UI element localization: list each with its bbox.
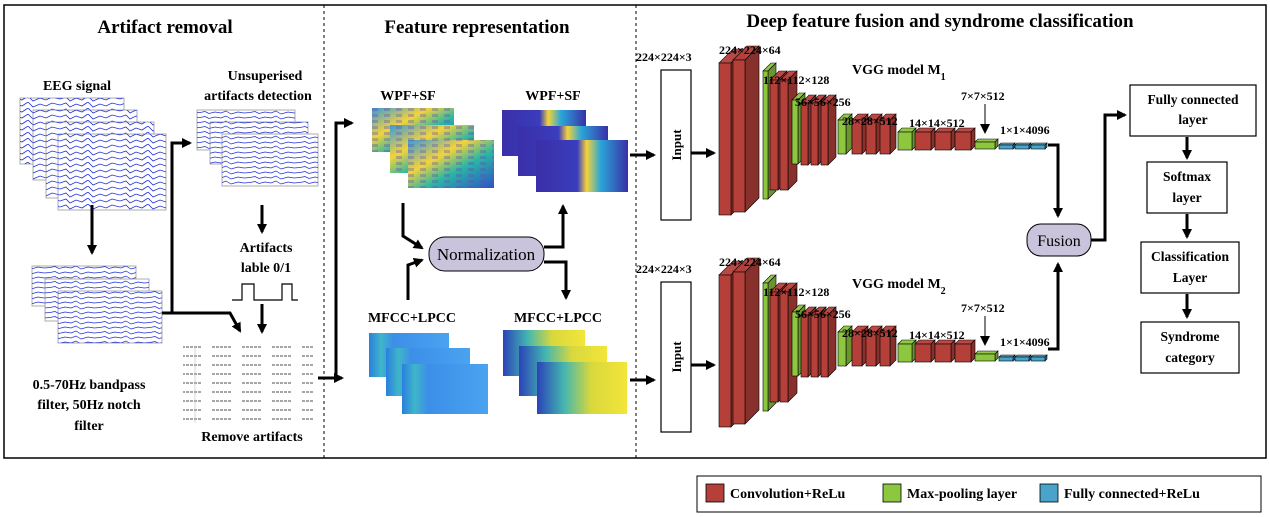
vgg-2-dim-5: 14×14×512 [909, 328, 965, 342]
vgg-2-conv-5a [914, 339, 936, 363]
vgg-2-conv-5c [954, 339, 976, 363]
vgg-1-input-box [660, 69, 692, 221]
vgg-1-conv-1b [732, 45, 760, 213]
legend-pool-label: Max-pooling layer [907, 487, 1017, 502]
fc-layer-label-1: Fully connected [1147, 92, 1239, 107]
artifacts-label-1: Artifacts [240, 241, 293, 256]
classification-label-1: Classification [1151, 249, 1229, 264]
wpf-right-label: WPF+SF [525, 89, 580, 104]
vgg-2-input-box [660, 281, 692, 433]
heading-deep-fusion: Deep feature fusion and syndrome classif… [746, 11, 1134, 32]
unsupervised-detection-plots [196, 109, 319, 187]
vgg-2-conv-5b [934, 339, 956, 363]
fc-layer-box [1129, 84, 1257, 137]
vgg-1-conv-5b [934, 127, 956, 151]
vgg-model-2: Input 224×224×3 224×224×64 112×112×128 56×56… [636, 255, 1050, 433]
normalization-box [428, 236, 545, 272]
heading-artifact-removal: Artifact removal [97, 17, 232, 38]
fusion-label: Fusion [1037, 233, 1081, 250]
remove-artifacts-table [183, 341, 313, 423]
vgg-1-dim-5: 14×14×512 [909, 116, 965, 130]
vgg-1-conv-3c [820, 94, 837, 166]
syndrome-label-1: Syndrome [1160, 329, 1219, 344]
softmax-label-1: Softmax [1163, 169, 1211, 184]
wpf-sf-heatmaps-left [372, 108, 494, 188]
syndrome-category-box [1140, 321, 1240, 374]
vgg-2-dim-1: 224×224×64 [719, 255, 781, 269]
vgg-1-pool-4 [897, 127, 917, 151]
mfcc-lpcc-maps-left [369, 333, 488, 414]
vgg-1-fc-3 [1030, 142, 1048, 150]
filter-label-1: 0.5-70Hz bandpass [33, 378, 146, 393]
outer-frame [3, 4, 1267, 459]
vgg-1-dim-3: 56×56×256 [795, 95, 851, 109]
softmax-label-2: layer [1172, 190, 1201, 205]
legend: Convolution+ReLu Max-pooling layer Fully… [696, 475, 1262, 513]
syndrome-label-2: category [1165, 350, 1215, 365]
pulse-signal [232, 283, 298, 301]
vgg-model-2-title: VGG model M2 [852, 277, 946, 297]
eeg-signal-label: EEG signal [43, 79, 111, 94]
vgg-1-fc-2 [1014, 142, 1032, 150]
vgg-2-dim-3: 56×56×256 [795, 307, 851, 321]
vgg-2-input-label: Input [669, 341, 684, 373]
vgg-2-dim-4: 28×28×512 [842, 326, 898, 340]
normalization-label: Normalization [437, 245, 536, 264]
vgg-2-pool-5 [974, 350, 999, 362]
vgg-2-fc-1 [998, 354, 1016, 362]
vgg-model-1: Input 224×224×3 224×224×64 112×112×128 56×56… [636, 43, 1050, 221]
filter-label-2: filter, 50Hz notch [37, 398, 141, 413]
vgg-1-pool-3 [837, 113, 853, 155]
legend-pool-swatch [882, 483, 902, 503]
softmax-layer-box [1146, 161, 1228, 214]
vgg-2-conv-1b [732, 257, 760, 425]
remove-artifacts-label: Remove artifacts [201, 430, 303, 445]
vgg-1-pool-5 [974, 138, 999, 150]
mfcc-left-label: MFCC+LPCC [368, 311, 456, 326]
vgg-model-1-title: VGG model M1 [852, 63, 946, 83]
mfcc-lpcc-maps-right [503, 330, 627, 414]
vgg-2-dim-2: 112×112×128 [763, 285, 829, 299]
heading-feature-representation: Feature representation [384, 17, 570, 38]
vgg-1-fc-1 [998, 142, 1016, 150]
vgg-1-dim-1: 224×224×64 [719, 43, 781, 57]
vgg-1-dim-4: 28×28×512 [842, 114, 898, 128]
wpf-left-label: WPF+SF [380, 89, 435, 104]
filter-label-3: filter [74, 419, 104, 434]
vgg-2-pool-4 [897, 339, 917, 363]
classification-layer-box [1140, 241, 1240, 294]
mfcc-right-label: MFCC+LPCC [514, 311, 602, 326]
vgg-1-input-dim: 224×224×3 [636, 50, 692, 64]
legend-fc-label: Fully connected+ReLu [1064, 487, 1200, 502]
vgg-1-input-label: Input [669, 129, 684, 161]
fc-layer-label-2: layer [1178, 112, 1207, 127]
unsup-label-1: Unsuperised [228, 69, 303, 84]
filtered-eeg-plots [31, 265, 163, 344]
vgg-1-dim-7: 1×1×4096 [1000, 123, 1050, 137]
wpf-sf-heatmaps-right [502, 110, 628, 192]
artifacts-label-2: lable 0/1 [241, 261, 291, 276]
vgg-2-dim-7: 1×1×4096 [1000, 335, 1050, 349]
vgg-1-dim-6: 7×7×512 [961, 89, 1005, 103]
vgg-2-fc-3 [1030, 354, 1048, 362]
vgg-1-dim-2: 112×112×128 [763, 73, 829, 87]
vgg-2-conv-3c [820, 306, 837, 378]
vgg-1-conv-4c [879, 113, 897, 155]
vgg-2-input-dim: 224×224×3 [636, 262, 692, 276]
legend-conv-label: Convolution+ReLu [730, 487, 846, 502]
vgg-1-conv-5a [914, 127, 936, 151]
legend-frame [696, 475, 1262, 513]
unsup-label-2: artifacts detection [204, 89, 312, 104]
vgg-2-fc-2 [1014, 354, 1032, 362]
eeg-signal-plots [19, 97, 167, 211]
classification-label-2: Layer [1173, 270, 1208, 285]
legend-fc-swatch [1039, 483, 1059, 503]
legend-conv-swatch [705, 483, 725, 503]
vgg-2-dim-6: 7×7×512 [961, 301, 1005, 315]
vgg-2-conv-4c [879, 325, 897, 367]
vgg-1-conv-5c [954, 127, 976, 151]
